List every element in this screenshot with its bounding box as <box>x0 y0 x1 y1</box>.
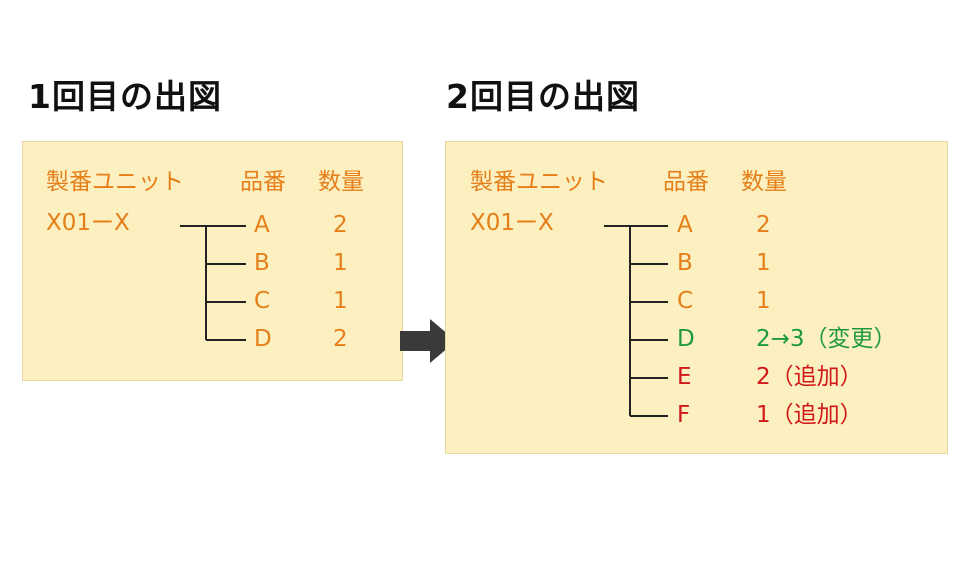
left-header-suuryou: 数量 <box>318 169 364 195</box>
right-row-part: C <box>677 288 694 314</box>
right-row-qty: 1 <box>756 288 771 314</box>
left-row-qty: 2 <box>333 326 348 352</box>
left-row-qty: 2 <box>333 212 348 238</box>
left-row-part: D <box>254 326 272 352</box>
right-root-label: X01ーX <box>470 210 554 236</box>
left-header-hinban: 品番 <box>240 169 286 195</box>
left-row-part: C <box>254 288 271 314</box>
right-header-seiban-unit: 製番ユニット <box>470 169 608 195</box>
left-row-qty: 1 <box>333 250 348 276</box>
right-row-qty: 1 <box>756 250 771 276</box>
left-row-part: B <box>254 250 270 276</box>
right-row-part: B <box>677 250 693 276</box>
right-row-qty-added: 2（追加） <box>756 364 863 390</box>
right-header-hinban: 品番 <box>663 169 709 195</box>
left-root-label: X01ーX <box>46 210 130 236</box>
left-row-part: A <box>254 212 270 238</box>
left-header-seiban-unit: 製番ユニット <box>46 169 184 195</box>
right-row-qty-changed: 2→3（変更） <box>756 326 897 352</box>
left-title: 1回目の出図 <box>28 77 222 116</box>
right-row-qty: 2 <box>756 212 771 238</box>
right-row-part: A <box>677 212 693 238</box>
right-arrow-icon <box>400 319 456 363</box>
right-row-qty-added: 1（追加） <box>756 402 863 428</box>
right-row-part-added: F <box>677 402 691 428</box>
right-row-part-added: E <box>677 364 692 390</box>
right-panel <box>445 141 948 454</box>
right-header-suuryou: 数量 <box>741 169 787 195</box>
right-title: 2回目の出図 <box>446 77 640 116</box>
left-row-qty: 1 <box>333 288 348 314</box>
right-row-part-changed: D <box>677 326 695 352</box>
